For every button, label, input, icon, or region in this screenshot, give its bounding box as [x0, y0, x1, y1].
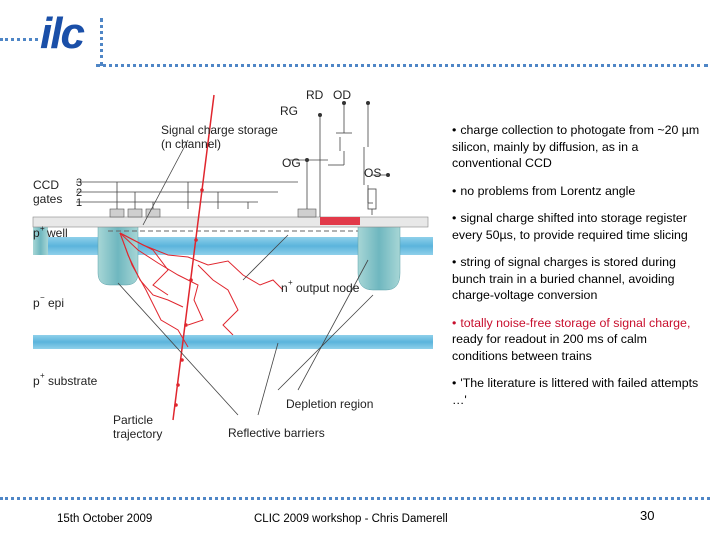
gate-electrode: [109, 208, 125, 218]
gate-2-label: 2: [76, 187, 82, 199]
bullet-item: •no problems from Lorentz angle: [452, 183, 636, 198]
depletion-label: Depletion region: [286, 397, 373, 411]
rd-label: RD: [306, 88, 324, 102]
output-node: [320, 217, 360, 225]
ccd-gates-label: CCD: [33, 178, 59, 192]
bullet-item: •string of signal charges is stored duri…: [452, 255, 676, 302]
output-circuit: [319, 103, 388, 217]
p-substrate-label: substrate: [48, 374, 98, 388]
gate-3-label: 3: [76, 177, 82, 189]
n-output-sup: +: [288, 278, 293, 287]
logo-dotted-line: [100, 18, 103, 66]
p-well-p: p: [33, 226, 40, 240]
particle-sublabel: trajectory: [113, 427, 162, 441]
terminal-dot: [366, 101, 370, 105]
p-well-sup: +: [40, 224, 45, 233]
top-dotted-line-left: [0, 38, 38, 41]
bullet-item-highlight: •totally noise-free storage of signal ch…: [452, 315, 691, 363]
reflective-label: Reflective barriers: [228, 426, 325, 440]
gate-oxide: [32, 216, 429, 228]
bullet-list: •charge collection to photogate from ~20…: [452, 122, 702, 419]
bullet-item: •'The literature is littered with failed…: [452, 376, 699, 407]
ccd-gates-sublabel: gates: [33, 192, 62, 206]
substrate-band-bottom: [33, 335, 433, 349]
terminal-dot: [318, 113, 322, 117]
p-well-right: [357, 224, 401, 291]
footer-title: CLIC 2009 workshop - Chris Damerell: [254, 513, 448, 525]
p-well-edge-left: [33, 225, 48, 255]
gate-electrode: [297, 208, 317, 218]
n-output-label: output node: [296, 281, 360, 295]
diffusion-paths: [119, 232, 284, 348]
ilc-logo: ilc: [40, 9, 85, 58]
bottom-dotted-line: [0, 497, 710, 500]
p-substrate-p: p: [33, 374, 40, 388]
signal-storage-label: Signal charge storage: [161, 123, 278, 137]
signal-storage-sublabel: (n channel): [161, 137, 221, 151]
pointer-lines: [117, 139, 374, 416]
n-output-n: n: [281, 281, 288, 295]
gate-1-label: 1: [76, 197, 82, 209]
p-substrate-sup: +: [40, 371, 45, 380]
top-dotted-line: [96, 64, 708, 67]
p-well-left: [97, 224, 139, 286]
gate-electrode: [127, 208, 143, 218]
bullet-item: •charge collection to photogate from ~20…: [452, 123, 700, 170]
terminal-dot: [305, 158, 309, 162]
p-epi-label: epi: [48, 296, 64, 310]
og-label: OG: [282, 156, 301, 170]
ccd-cross-section-diagram: RD OD RG OG OS Signal charge storage (n …: [32, 88, 433, 441]
particle-label: Particle: [113, 413, 153, 427]
terminal-dot: [342, 101, 346, 105]
os-label: OS: [364, 166, 381, 180]
terminal-dot: [386, 173, 390, 177]
page-number: 30: [640, 508, 655, 523]
footer-date: 15th October 2009: [57, 513, 153, 525]
p-well-label: well: [46, 226, 68, 240]
p-epi-p: p: [33, 296, 40, 310]
od-label: OD: [333, 88, 351, 102]
rg-label: RG: [280, 104, 298, 118]
p-epi-sup: −: [40, 293, 45, 302]
bullet-item: •signal charge shifted into storage regi…: [452, 211, 688, 242]
